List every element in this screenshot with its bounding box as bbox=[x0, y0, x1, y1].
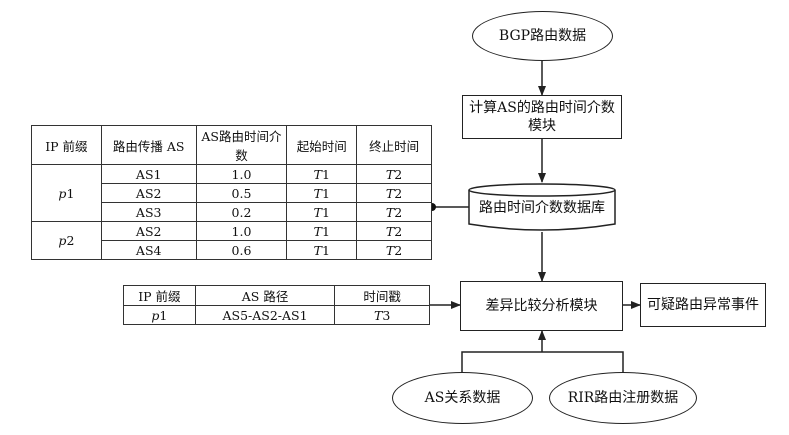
analysis-module-label: 差异比较分析模块 bbox=[485, 298, 598, 314]
as-relation-ellipse: AS关系数据 bbox=[392, 372, 533, 424]
suspicious-events-box: 可疑路由异常事件 bbox=[640, 283, 766, 327]
table-row: AS2 0.5 T1 T2 bbox=[32, 183, 432, 203]
table1-header-cell: 路由传播 AS bbox=[100, 125, 197, 165]
table1-header-cell: AS路由时间介数 bbox=[195, 125, 288, 165]
prefix-cell: p1 bbox=[123, 305, 196, 325]
as-cell: AS2 bbox=[100, 183, 197, 203]
compute-module-label-line1: 计算AS的路由时间介数 bbox=[469, 100, 615, 116]
table-row: p1 AS5-AS2-AS1 T3 bbox=[123, 305, 430, 325]
analysis-module-box: 差异比较分析模块 bbox=[460, 281, 623, 331]
start-cell: T1 bbox=[286, 240, 358, 260]
table-row: p2 AS2 1.0 T1 T2 bbox=[31, 221, 432, 260]
end-cell: T2 bbox=[356, 202, 432, 222]
database-label-wrap: 路由时间介数数据库 bbox=[469, 196, 615, 220]
value-cell: 0.5 bbox=[195, 183, 288, 203]
table1-header-cell: IP 前缀 bbox=[31, 125, 102, 165]
value-cell: 1.0 bbox=[195, 221, 288, 241]
table-row: p1 AS1 1.0 T1 T2 bbox=[31, 164, 432, 222]
database-cylinder-shape bbox=[468, 190, 616, 231]
table2-header-cell: IP 前缀 bbox=[123, 285, 196, 306]
as-cell: AS4 bbox=[100, 240, 197, 260]
rir-data-label: RIR路由注册数据 bbox=[567, 390, 679, 406]
table2-header-cell: AS 路径 bbox=[194, 285, 336, 306]
database-cylinder-top bbox=[468, 183, 616, 197]
as-path-cell: AS5-AS2-AS1 bbox=[194, 305, 336, 325]
table1-header-cell: 起始时间 bbox=[286, 125, 358, 165]
route-betweenness-table: IP 前缀 路由传播 AS AS路由时间介数 起始时间 终止时间 p1 AS1 … bbox=[31, 125, 432, 260]
start-cell: T1 bbox=[286, 202, 358, 222]
rir-data-ellipse: RIR路由注册数据 bbox=[549, 372, 697, 424]
bgp-data-ellipse: BGP路由数据 bbox=[472, 11, 613, 61]
as-cell: AS3 bbox=[100, 202, 197, 222]
value-cell: 0.2 bbox=[195, 202, 288, 222]
compute-module-box: 计算AS的路由时间介数 模块 bbox=[462, 95, 622, 139]
end-cell: T2 bbox=[356, 240, 432, 260]
compute-module-label-line2: 模块 bbox=[528, 118, 556, 134]
as-relation-label: AS关系数据 bbox=[424, 390, 501, 406]
start-cell: T1 bbox=[286, 183, 358, 203]
table1-header-row: IP 前缀 路由传播 AS AS路由时间介数 起始时间 终止时间 bbox=[31, 125, 432, 165]
start-cell: T1 bbox=[286, 221, 358, 241]
as-cell: AS1 bbox=[100, 164, 197, 184]
end-cell: T2 bbox=[356, 183, 432, 203]
table-row: AS4 0.6 T1 T2 bbox=[32, 240, 432, 260]
connector-inputs-merge bbox=[461, 351, 624, 372]
route-path-table: IP 前缀 AS 路径 时间戳 p1 AS5-AS2-AS1 T3 bbox=[123, 285, 430, 325]
as-cell: AS2 bbox=[100, 221, 197, 241]
bgp-data-label: BGP路由数据 bbox=[498, 28, 587, 44]
prefix-cell: p1 bbox=[31, 164, 102, 222]
start-cell: T1 bbox=[286, 164, 358, 184]
end-cell: T2 bbox=[356, 221, 432, 241]
table2-header-row: IP 前缀 AS 路径 时间戳 bbox=[123, 285, 430, 306]
prefix-cell: p2 bbox=[31, 221, 102, 260]
database-label: 路由时间介数数据库 bbox=[479, 200, 605, 216]
value-cell: 1.0 bbox=[195, 164, 288, 184]
table1-header-cell: 终止时间 bbox=[356, 125, 432, 165]
table-row: AS3 0.2 T1 T2 bbox=[32, 202, 432, 222]
table2-header-cell: 时间戳 bbox=[334, 285, 430, 306]
timestamp-cell: T3 bbox=[334, 305, 430, 325]
suspicious-events-label: 可疑路由异常事件 bbox=[647, 297, 759, 313]
end-cell: T2 bbox=[356, 164, 432, 184]
value-cell: 0.6 bbox=[195, 240, 288, 260]
